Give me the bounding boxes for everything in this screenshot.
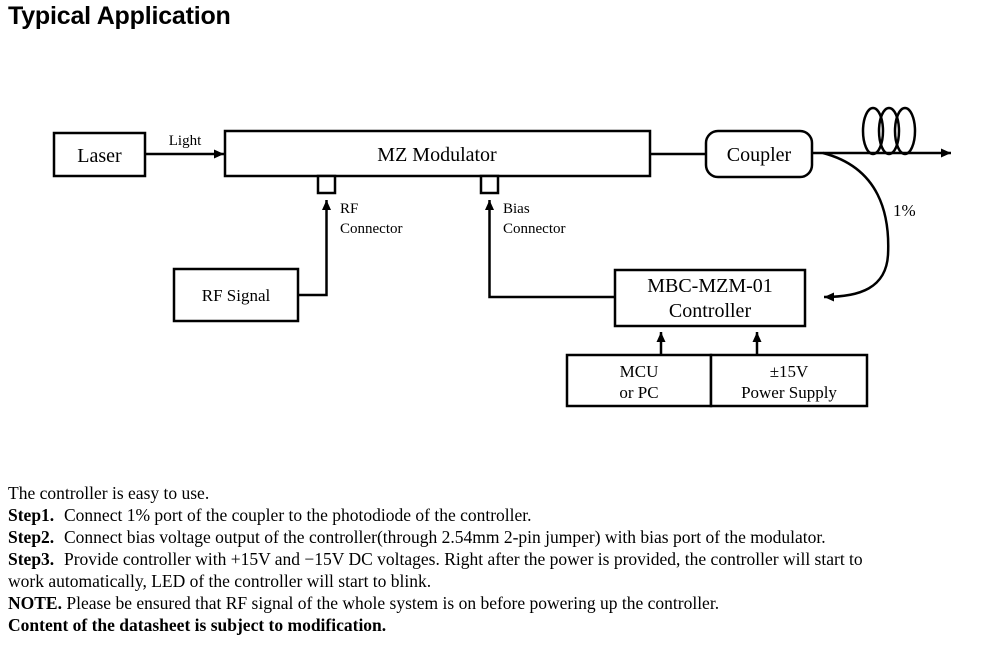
step-1-text: Connect 1% port of the coupler to the ph… (64, 505, 532, 525)
note-body: Please be ensured that RF signal of the … (66, 593, 720, 613)
edge-light-label: Light (169, 133, 202, 149)
note-label: NOTE. (8, 593, 62, 613)
block-power-supply: ±15V Power Supply (709, 353, 869, 408)
step-1-label: Step1. (8, 505, 55, 525)
block-laser-label: Laser (77, 145, 122, 167)
bias-connector-label-line2: Connector (503, 221, 565, 237)
step-1-line: Step1. Connect 1% port of the coupler to … (8, 504, 532, 526)
step-3-label: Step3. (8, 549, 55, 569)
step-2-line: Step2. Connect bias voltage output of the… (8, 526, 826, 548)
step-2-label: Step2. (8, 527, 55, 547)
edge-light: Light (145, 133, 224, 159)
fiber-coil-icon (861, 106, 917, 156)
block-mcu-label-line1: MCU (620, 362, 659, 381)
block-coupler-label: Coupler (727, 144, 792, 166)
intro-line: The controller is easy to use. (8, 483, 210, 503)
rf-connector-port: RF Connector (316, 174, 402, 237)
block-mcu-label-line2: or PC (619, 383, 658, 402)
rf-connector-label-line1: RF (340, 201, 358, 217)
block-mz-modulator: MZ Modulator (223, 129, 652, 178)
bias-connector-port: Bias Connector (479, 174, 565, 237)
block-laser: Laser (52, 131, 147, 178)
note-line: NOTE. Please be ensured that RF signal o… (8, 592, 719, 614)
edge-rf-signal-to-connector (298, 200, 331, 297)
typical-application-diagram: Laser Light MZ Modulator RF Connector Bi… (52, 106, 951, 408)
block-power-supply-label-line1: ±15V (770, 362, 809, 381)
block-controller-label-line2: Controller (669, 300, 752, 322)
block-coupler: Coupler (704, 129, 814, 179)
edge-controller-to-bias-connector (485, 200, 615, 299)
rf-connector-label-line2: Connector (340, 221, 402, 237)
disclaimer-line: Content of the datasheet is subject to m… (8, 615, 387, 635)
block-mz-modulator-label: MZ Modulator (377, 144, 497, 166)
edge-one-percent-tap: 1% (822, 151, 916, 302)
step-3-text: Provide controller with +15V and −15V DC… (64, 549, 863, 569)
step-3-line: Step3. Provide controller with +15V and −… (8, 548, 863, 570)
block-mcu-or-pc: MCU or PC (565, 353, 713, 408)
block-power-supply-label-line2: Power Supply (741, 383, 837, 402)
block-rf-signal-label: RF Signal (202, 286, 271, 305)
step-3-continuation-line: work automatically, LED of the controlle… (8, 571, 432, 591)
bias-connector-label-line1: Bias (503, 201, 530, 217)
block-rf-signal: RF Signal (172, 267, 300, 323)
page-title: Typical Application (8, 2, 231, 30)
block-controller-label-line1: MBC-MZM-01 (647, 275, 773, 297)
edge-one-percent-tap-label: 1% (893, 201, 916, 220)
block-controller: MBC-MZM-01 Controller (613, 268, 807, 328)
step-2-text: Connect bias voltage output of the contr… (64, 527, 826, 547)
